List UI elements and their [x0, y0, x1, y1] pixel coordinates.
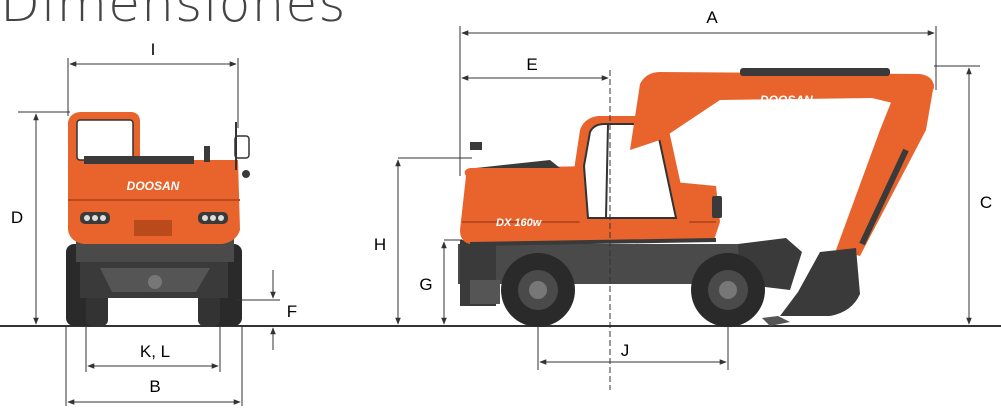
dim-label-G: G [419, 275, 432, 294]
arm [836, 80, 934, 256]
side-model-label: DX 160w [496, 217, 543, 229]
dim-label-E: E [526, 55, 537, 74]
side-dimensions [395, 26, 980, 390]
rear-view-excavator: DOOSAN [66, 112, 250, 326]
dim-label-J: J [621, 341, 630, 360]
rear-body [68, 160, 240, 244]
dim-label-A: A [706, 8, 718, 27]
side-exhaust [470, 142, 482, 150]
dim-label-D: D [11, 208, 23, 227]
side-view-excavator: DX 160w DOOSAN [458, 68, 934, 327]
dim-label-C: C [980, 193, 992, 212]
page-title: Dimensiones [0, 0, 347, 34]
rear-dimensions [18, 58, 280, 406]
dim-label-H: H [374, 235, 386, 254]
dim-label-B: B [149, 377, 160, 396]
rear-brand-logo: DOOSAN [127, 179, 180, 193]
dim-label-KL: K, L [140, 342, 170, 361]
rear-cab-window [76, 119, 134, 161]
dim-label-I: I [151, 40, 156, 59]
rear-mirror [234, 135, 250, 159]
boom [630, 72, 934, 150]
dim-label-F: F [287, 302, 297, 321]
bucket [780, 248, 860, 316]
boom-cylinder [740, 68, 890, 76]
boom-brand-logo: DOOSAN [760, 93, 813, 107]
